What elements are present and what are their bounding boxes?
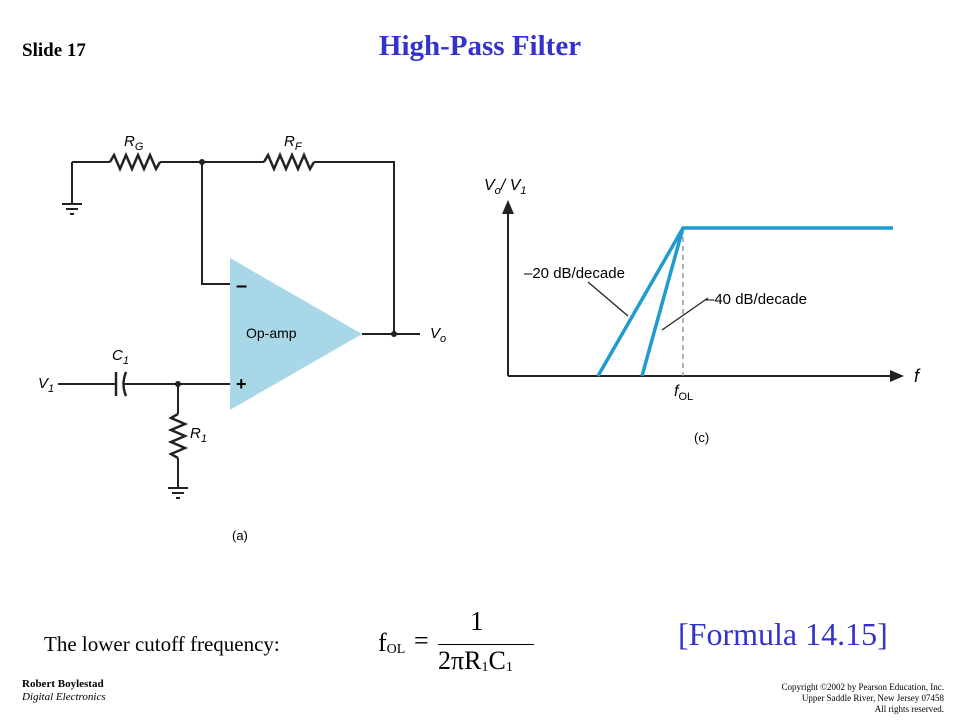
footer-author-block: Robert Boylestad Digital Electronics [22, 678, 106, 704]
x-axis-label: f [914, 366, 921, 386]
opamp-label: Op-amp [246, 325, 297, 341]
slide-number: Slide 17 [22, 40, 86, 61]
vo-label: Vo [430, 325, 446, 345]
frequency-response-plot [502, 200, 904, 382]
cutoff-formula: fOL = 1 2πR1C1 [378, 606, 538, 676]
formula-lhs: fOL [378, 628, 406, 657]
formula-denominator: 2πR1C1 [438, 646, 513, 675]
cutoff-frequency-text: The lower cutoff frequency: [44, 632, 280, 656]
noninverting-input-sign: + [236, 374, 247, 394]
r1-resistor [167, 412, 189, 460]
footer-author: Robert Boylestad [22, 678, 104, 690]
figure: RG RF C1 R1 V1 Vo – + Op-amp (a) Vo/ V1 … [38, 133, 921, 543]
opamp-triangle [230, 258, 362, 410]
fraction-bar [438, 644, 534, 645]
slope-label-20db: –20 dB/decade [524, 265, 625, 282]
c1-capacitor [114, 371, 128, 397]
slope-label-40db: –40 dB/decade [706, 291, 807, 308]
fol-label: fOL [674, 383, 693, 403]
formula-reference: [Formula 14.15] [678, 616, 888, 652]
junction-dot [391, 331, 397, 337]
junction-dot [175, 381, 181, 387]
formula-numerator: 1 [470, 606, 484, 636]
y-axis-label: Vo/ V1 [484, 177, 526, 197]
footer-book: Digital Electronics [22, 691, 106, 703]
circuit-caption: (a) [232, 528, 248, 543]
c1-label: C1 [112, 347, 129, 367]
rg-resistor [108, 151, 162, 173]
copyright-line: All rights reserved. [874, 704, 944, 714]
slide-title: High-Pass Filter [378, 30, 582, 62]
junction-dot [199, 159, 205, 165]
response-curve-40db [640, 227, 685, 377]
r1-label: R1 [190, 425, 207, 445]
copyright-line: Copyright ©2002 by Pearson Education, In… [781, 682, 944, 692]
slope-leader-40db [661, 297, 709, 331]
copyright-line: Upper Saddle River, New Jersey 07458 [801, 693, 944, 703]
slope-leader-20db [587, 281, 629, 317]
v1-label: V1 [38, 375, 54, 395]
inverting-input-sign: – [236, 275, 247, 297]
footer-copyright: Copyright ©2002 by Pearson Education, In… [781, 682, 944, 715]
circuit-diagram [58, 151, 420, 499]
rf-resistor [262, 151, 316, 173]
rg-label: RG [124, 133, 144, 153]
formula-equals: = [414, 626, 429, 655]
plot-caption: (c) [694, 430, 709, 445]
rf-label: RF [284, 133, 303, 153]
